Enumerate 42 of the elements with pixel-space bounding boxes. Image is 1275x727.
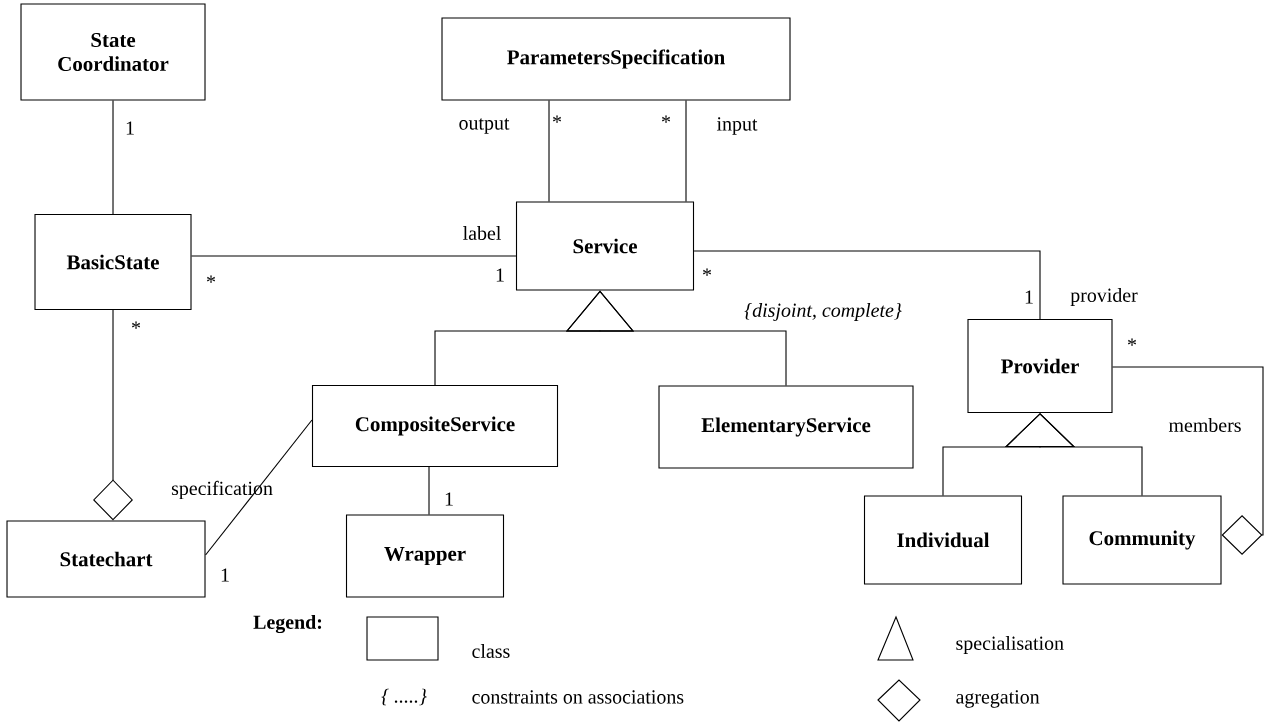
legend-symbol: { .....} bbox=[381, 688, 427, 706]
legend-heading: Legend: bbox=[253, 614, 322, 634]
legend-label: constraints on associations bbox=[472, 690, 684, 704]
association-line bbox=[693, 250, 1041, 320]
class-box: Service bbox=[515, 201, 695, 291]
class-box: State Coordinator bbox=[20, 3, 206, 101]
association-line bbox=[191, 255, 517, 257]
legend-label: agregation bbox=[956, 690, 1040, 708]
association-line bbox=[685, 100, 687, 202]
generalization-arrow bbox=[1004, 413, 1143, 496]
class-box: CompositeService bbox=[311, 384, 559, 468]
multiplicity: * bbox=[662, 115, 670, 123]
multiplicity: 1 bbox=[496, 268, 504, 282]
class-box: Statechart bbox=[6, 520, 206, 598]
association-line bbox=[112, 100, 114, 215]
multiplicity: 1 bbox=[445, 492, 453, 506]
role-name: label bbox=[463, 226, 501, 240]
role-name: output bbox=[459, 118, 510, 134]
association-line bbox=[548, 100, 550, 202]
class-box: Individual bbox=[863, 495, 1023, 585]
class-box: BasicState bbox=[34, 213, 192, 311]
multiplicity: 1 bbox=[126, 121, 134, 135]
multiplicity: * bbox=[553, 115, 561, 123]
constraint-label: {disjoint, complete} bbox=[744, 302, 902, 321]
legend-label: class bbox=[472, 644, 510, 658]
multiplicity: * bbox=[132, 321, 141, 329]
class-box: ParametersSpecification bbox=[441, 17, 791, 101]
generalization-arrow bbox=[565, 290, 787, 386]
aggregation-line bbox=[93, 309, 133, 521]
multiplicity: 1 bbox=[1025, 290, 1033, 304]
role-name: provider bbox=[1070, 287, 1138, 306]
multiplicity: * bbox=[207, 275, 216, 283]
legend-label: specialisation bbox=[956, 635, 1064, 654]
class-box: ElementaryService bbox=[658, 385, 914, 469]
class-box: Provider bbox=[967, 318, 1113, 414]
class-box: Wrapper bbox=[345, 514, 505, 598]
association-line bbox=[428, 466, 430, 515]
class-box: Community bbox=[1062, 495, 1222, 585]
multiplicity: * bbox=[703, 268, 711, 276]
association-line bbox=[205, 419, 313, 556]
role-name: members bbox=[1168, 418, 1241, 432]
aggregation-line bbox=[1112, 366, 1264, 555]
